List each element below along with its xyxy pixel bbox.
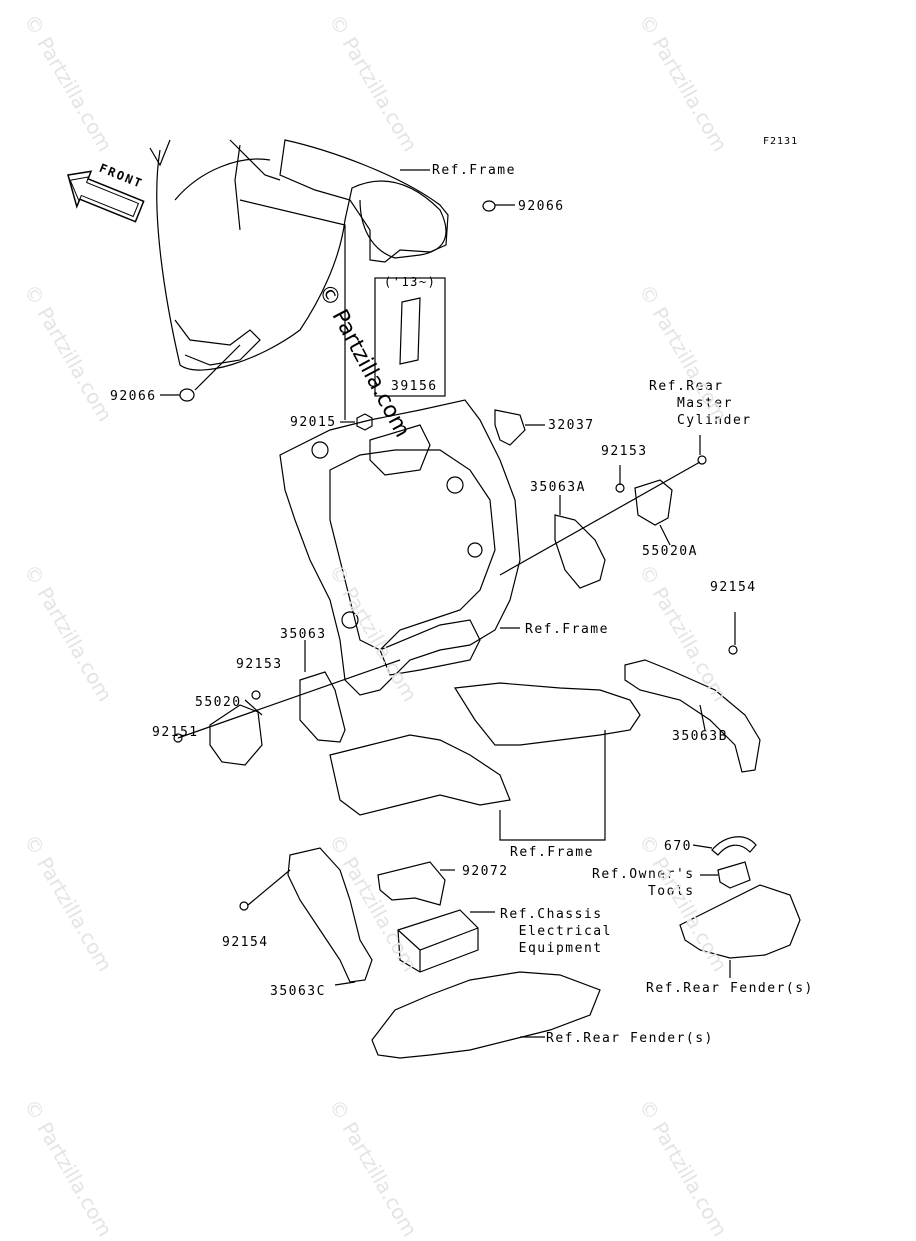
label-part-35063[interactable]: 35063	[280, 627, 327, 642]
bolt-rear-master	[697, 455, 707, 465]
leader-35063B	[699, 704, 706, 731]
label-part-32037[interactable]: 32037	[548, 418, 595, 433]
frame-bolt-hole	[341, 611, 359, 629]
label-ref-owners-tools[interactable]: Ref.Owner's Tools	[592, 867, 695, 899]
guard-55020	[209, 704, 263, 766]
strap-670	[711, 836, 757, 856]
year-note-label: ('13~)	[384, 275, 437, 289]
guard-55020A	[634, 479, 673, 526]
leader-55020A	[659, 524, 671, 546]
bolt-92154-left	[239, 901, 249, 911]
leader-35063C	[334, 981, 356, 986]
label-39156-box	[374, 277, 446, 397]
label-part-35063B[interactable]: 35063B	[672, 729, 728, 744]
label-part-92066-top[interactable]: 92066	[518, 199, 565, 214]
bracket-35063	[299, 671, 346, 743]
label-part-670[interactable]: 670	[664, 839, 692, 854]
diagram-code: F2131	[763, 136, 799, 147]
bolt-92153-right	[615, 483, 625, 493]
frame-top-member	[279, 139, 449, 263]
axis-line-right	[499, 461, 701, 576]
tool-bag	[717, 861, 751, 889]
label-part-92151[interactable]: 92151	[152, 725, 199, 740]
label-ref-rear-fender-bottom[interactable]: Ref.Rear Fender(s)	[546, 1031, 714, 1046]
label-part-92153-left[interactable]: 92153	[236, 657, 283, 672]
grommet-92066-top	[482, 200, 496, 212]
leader-ref-frame-bottom	[499, 730, 606, 841]
label-ref-rear-fender-right[interactable]: Ref.Rear Fender(s)	[646, 981, 814, 996]
label-ref-frame-top[interactable]: Ref.Frame	[432, 163, 516, 178]
label-ref-frame-bottom[interactable]: Ref.Frame	[510, 845, 594, 860]
label-part-92153-right[interactable]: 92153	[601, 444, 648, 459]
bolt-32037	[494, 409, 526, 446]
frame-bolt-hole	[467, 542, 483, 558]
label-part-39156[interactable]: 39156	[391, 379, 438, 394]
main-frame-crossbar-bottom	[379, 619, 481, 676]
cover-92072	[377, 861, 446, 906]
label-part-92015[interactable]: 92015	[290, 415, 337, 430]
bracket-35063A	[554, 514, 606, 589]
label-ref-rear-master-cylinder[interactable]: Ref.Rear Master Cylinder	[649, 379, 752, 428]
subframe-lower	[329, 734, 511, 816]
main-frame-outline	[279, 399, 521, 696]
leader-55020	[244, 699, 263, 716]
bolt-92154-right	[728, 645, 738, 655]
label-part-92154-left[interactable]: 92154	[222, 935, 269, 950]
rear-fender-lower	[371, 971, 601, 1059]
main-frame-crossbar-top	[369, 424, 431, 476]
front-fairing-outline	[156, 149, 447, 371]
label-part-35063A[interactable]: 35063A	[530, 480, 586, 495]
leader-frame-center	[239, 199, 346, 420]
label-part-55020A[interactable]: 55020A	[642, 544, 698, 559]
axis-line-left	[177, 659, 401, 739]
label-part-35063C[interactable]: 35063C	[270, 984, 326, 999]
fairing-inner	[174, 158, 271, 366]
label-ref-chassis-electrical[interactable]: Ref.Chassis Electrical Equipment	[500, 907, 612, 956]
rear-fender-right	[679, 884, 801, 959]
bolt-92151	[173, 733, 183, 743]
parts-diagram-canvas	[67, 139, 801, 1059]
leader-92066-left-up	[194, 344, 241, 391]
nut-92015	[356, 413, 373, 431]
grommet-92066-left	[179, 388, 195, 402]
leader-92154-left	[247, 869, 291, 906]
bolt-92153-left	[251, 690, 261, 700]
bracket-35063C	[287, 847, 373, 983]
subframe-upper	[453, 682, 641, 746]
fairing-lower	[149, 139, 281, 231]
battery-box	[397, 909, 479, 973]
label-part-92154-right[interactable]: 92154	[710, 580, 757, 595]
frame-bolt-hole	[446, 476, 464, 494]
front-arrow	[67, 170, 145, 223]
label-ref-frame-mid[interactable]: Ref.Frame	[525, 622, 609, 637]
bracket-35063B	[624, 659, 761, 773]
leader-670	[692, 844, 713, 849]
main-frame-inner	[329, 449, 496, 651]
label-39156-tag	[399, 297, 421, 365]
label-part-92066-left[interactable]: 92066	[110, 389, 157, 404]
frame-bolt-hole	[311, 441, 329, 459]
label-part-92072[interactable]: 92072	[462, 864, 509, 879]
label-part-55020[interactable]: 55020	[195, 695, 242, 710]
